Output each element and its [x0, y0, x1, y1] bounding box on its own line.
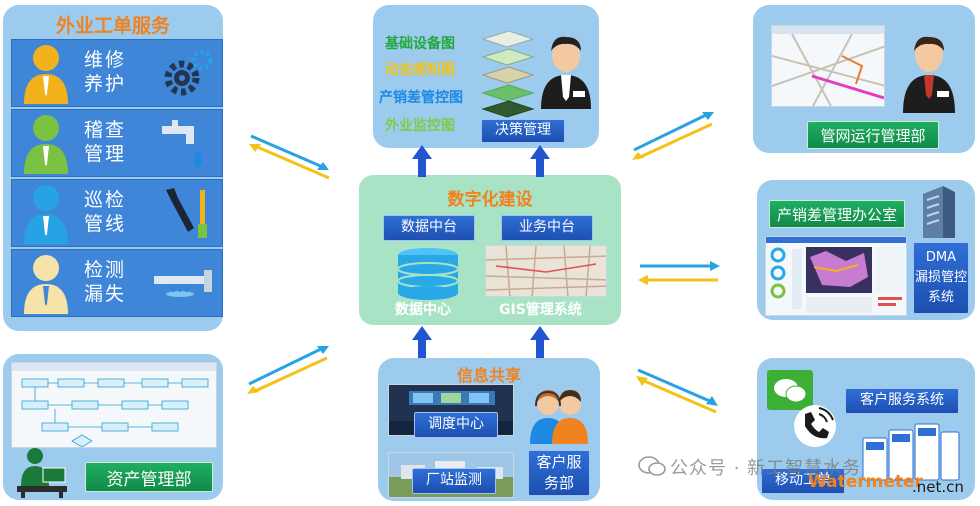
work-order-patrol[interactable]: 巡检管线 [11, 179, 223, 247]
gis-label: GIS管理系统 [499, 302, 582, 318]
plant-monitoring-button[interactable]: 厂站监测 [412, 468, 496, 494]
wechat-icon [767, 370, 813, 410]
asset-management-button[interactable]: 资产管理部 [85, 462, 213, 492]
decision-panel: 基础设备图 动态感知图 产销差管控图 外业监控图 决策管理 [373, 5, 599, 148]
layered-map-icon [481, 30, 535, 118]
business-platform-button[interactable]: 业务中台 [501, 215, 593, 241]
nrw-office-button[interactable]: 产销差管理办公室 [769, 200, 905, 228]
up-arrow-icon [530, 145, 550, 177]
dma-system-label: DMA 漏损管控 系统 [914, 250, 967, 305]
field-service-title: 外业工单服务 [55, 15, 170, 37]
data-center-label: 数据中心 [395, 302, 451, 318]
digital-title: 数字化建设 [447, 190, 533, 210]
person-icon [24, 255, 68, 314]
map-label-field: 外业监控图 [385, 118, 455, 134]
exchange-arrows-icon [247, 346, 329, 394]
data-platform-button[interactable]: 数据中台 [383, 215, 475, 241]
site-watermark-b: .net.cn [912, 478, 964, 496]
up-arrow-icon [530, 326, 550, 358]
map-label-dynamic: 动态感知图 [385, 62, 455, 78]
asset-flowchart-screenshot [11, 362, 217, 448]
map-label-basic: 基础设备图 [385, 36, 455, 52]
exchange-arrows-icon [636, 368, 718, 414]
decision-management-button[interactable]: 决策管理 [481, 119, 565, 143]
person-icon [24, 115, 68, 174]
map-label-nrw: 产销差管控图 [379, 90, 463, 106]
exchange-arrows-icon [249, 134, 330, 180]
customer-service-system-button[interactable]: 客户服务系统 [845, 388, 959, 414]
customer-service-agents-icon [530, 390, 588, 444]
work-order-leak-detection[interactable]: 检测漏失 [11, 249, 223, 317]
site-watermark-a: Watermeter [808, 472, 923, 492]
dma-system-button[interactable]: DMA 漏损管控 系统 [913, 242, 969, 314]
up-arrow-icon [412, 326, 432, 358]
faucet-icon [162, 120, 202, 168]
work-order-maintenance[interactable]: 维修养护 [11, 39, 223, 107]
exchange-arrows-icon [632, 112, 714, 160]
manager-avatar-icon [541, 36, 591, 109]
phone-icon [794, 405, 836, 447]
customer-service-dept-label: 客户服 务部 [536, 453, 582, 492]
exchange-arrows-icon [638, 261, 720, 285]
wrench-icon [166, 188, 207, 238]
person-icon [24, 45, 68, 104]
work-order-inspection[interactable]: 稽查管理 [11, 109, 223, 177]
nrw-office-panel: 产销差管理办公室 DMA 漏损管控 系统 [757, 180, 975, 320]
building-icon [923, 186, 955, 238]
mobile-phones-icon [862, 423, 960, 481]
manager-avatar-icon [903, 36, 955, 113]
network-ops-button[interactable]: 管网运行管理部 [807, 121, 939, 149]
person-icon [24, 185, 68, 244]
gis-map-screenshot [485, 245, 607, 297]
office-worker-icon [17, 448, 67, 498]
info-share-panel: 信息共享 调度中心 厂站监测 客户服 务部 [378, 358, 600, 501]
nrw-dashboard-screenshot [765, 236, 907, 316]
network-ops-panel: 管网运行管理部 [753, 5, 975, 153]
network-map-screenshot [771, 25, 885, 107]
database-icon [397, 248, 459, 300]
customer-service-panel: 客户服务系统 移动工单 [757, 358, 975, 500]
mobile-work-order-button[interactable]: 移动工单 [761, 468, 845, 494]
digital-center-panel: 数字化建设 数据中台 业务中台 数据中心 GIS管理系统 [359, 175, 621, 325]
assets-panel: 资产管理部 [3, 354, 223, 500]
field-service-panel: 外业工单服务 维修养护 稽查管理 巡检管线 [3, 5, 223, 331]
gear-icon [164, 49, 213, 96]
customer-service-dept-button[interactable]: 客户服 务部 [528, 450, 590, 496]
wechat-watermark-text: 公众号 · 新工智慧水务 [670, 458, 862, 479]
info-share-title: 信息共享 [456, 366, 521, 385]
wechat-watermark-icon [638, 456, 666, 476]
dispatch-center-button[interactable]: 调度中心 [414, 412, 498, 438]
pipe-leak-icon [154, 270, 212, 297]
up-arrow-icon [412, 145, 432, 177]
